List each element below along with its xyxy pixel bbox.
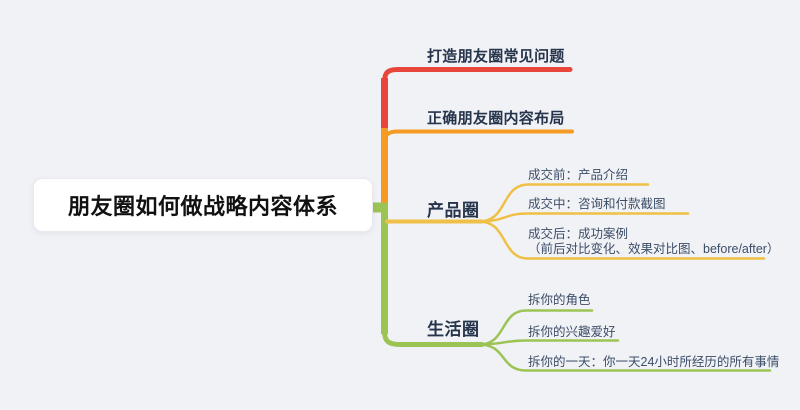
central-topic-label: 朋友圈如何做战略内容体系 xyxy=(67,194,338,219)
topic-node-life[interactable]: 生活圈 xyxy=(427,320,480,339)
topic-node-product[interactable]: 产品圈 xyxy=(427,201,480,220)
subbranch-line-aftersale xyxy=(477,220,766,260)
subtopic-node-role[interactable]: 拆你的角色 xyxy=(528,293,591,307)
subbranch-line-insale xyxy=(477,212,690,223)
central-topic-node[interactable]: 朋友圈如何做战略内容体系 xyxy=(33,178,373,232)
subtopic-aftersale-line1: 成交后：成功案例 xyxy=(528,227,629,241)
subbranch-line-hobby xyxy=(477,339,620,346)
subbranch-line-day xyxy=(477,343,772,372)
subtopic-node-insale[interactable]: 成交中：咨询和付款截图 xyxy=(528,197,666,211)
subtopic-node-aftersale[interactable]: 成交后：成功案例 （前后对比变化、效果对比图、before/after） xyxy=(528,227,779,257)
subtopic-aftersale-line2: （前后对比变化、效果对比图、before/after） xyxy=(528,242,780,256)
topic-node-faq[interactable]: 打造朋友圈常见问题 xyxy=(427,48,565,65)
branch-line-faq xyxy=(382,67,573,85)
branch-line-layout xyxy=(383,129,574,144)
subtopic-node-day[interactable]: 拆你的一天：你一天24小时所经历的所有事情 xyxy=(528,355,780,369)
topic-node-layout[interactable]: 正确朋友圈内容布局 xyxy=(427,110,565,127)
subtopic-node-presale[interactable]: 成交前：产品介绍 xyxy=(528,168,629,182)
subtopic-node-hobby[interactable]: 拆你的兴趣爱好 xyxy=(528,325,616,339)
branch-line-life xyxy=(382,328,485,347)
